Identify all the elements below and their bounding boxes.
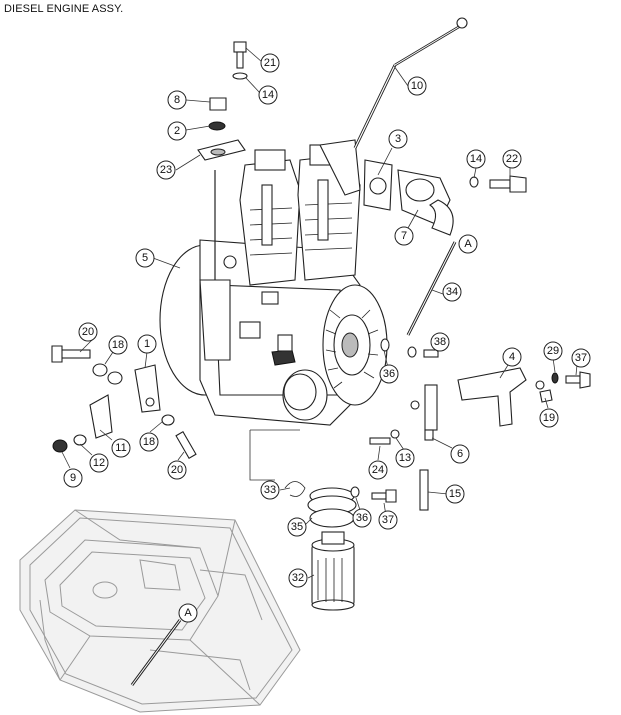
svg-text:3: 3	[395, 133, 401, 145]
callout-15: 15	[445, 484, 465, 504]
svg-text:6: 6	[457, 448, 463, 460]
svg-text:A: A	[464, 238, 472, 250]
callout-32: 32	[288, 568, 308, 588]
callout-38: 38	[430, 332, 450, 352]
left-linkage	[51, 345, 197, 460]
callout-A-lower: A	[178, 603, 198, 623]
svg-text:7: 7	[401, 230, 407, 242]
callout-3: 3	[388, 129, 408, 149]
governor-bracket	[369, 367, 591, 511]
callout-7: 7	[394, 226, 414, 246]
callout-6: 6	[450, 444, 470, 464]
callout-37: 37	[571, 348, 591, 368]
svg-text:20: 20	[171, 464, 183, 476]
svg-text:1: 1	[144, 338, 150, 350]
svg-text:38: 38	[434, 336, 446, 348]
callout-11: 11	[111, 438, 131, 458]
svg-text:29: 29	[547, 345, 559, 357]
svg-text:37: 37	[575, 352, 587, 364]
callout-14: 14	[258, 85, 278, 105]
callout-36b: 36	[352, 508, 372, 528]
svg-text:37: 37	[382, 514, 394, 526]
callout-36: 36	[379, 364, 399, 384]
callout-34: 34	[442, 282, 462, 302]
svg-text:5: 5	[142, 252, 148, 264]
callouts: 21 14 10 8 2 23 3 14 22 7 A 5 34 38 20 1…	[63, 53, 591, 623]
svg-text:14: 14	[470, 153, 482, 165]
callout-10: 10	[407, 76, 427, 96]
svg-text:32: 32	[292, 572, 304, 584]
svg-text:21: 21	[264, 57, 276, 69]
chassis-ghost	[19, 509, 301, 713]
svg-text:24: 24	[372, 464, 384, 476]
svg-text:14: 14	[262, 89, 274, 101]
svg-text:15: 15	[449, 488, 461, 500]
svg-text:36: 36	[356, 512, 368, 524]
svg-text:19: 19	[543, 412, 555, 424]
callout-23: 23	[156, 160, 176, 180]
callout-18: 18	[108, 335, 128, 355]
svg-text:23: 23	[160, 164, 172, 176]
svg-text:22: 22	[506, 153, 518, 165]
callout-1: 1	[137, 334, 157, 354]
throttle-rod	[353, 17, 468, 149]
fuel-filter-assembly	[284, 481, 397, 611]
callout-24: 24	[368, 460, 388, 480]
svg-text:A: A	[184, 607, 192, 619]
callout-A-upper: A	[458, 234, 478, 254]
callout-21: 21	[260, 53, 280, 73]
callout-4: 4	[502, 347, 522, 367]
svg-text:35: 35	[291, 521, 303, 533]
diagram-title: DIESEL ENGINE ASSY.	[4, 3, 124, 15]
callout-9: 9	[63, 468, 83, 488]
exhaust-parts	[363, 159, 454, 236]
callout-13: 13	[395, 448, 415, 468]
callout-33: 33	[260, 480, 280, 500]
callout-14b: 14	[466, 149, 486, 169]
svg-text:36: 36	[383, 368, 395, 380]
svg-text:2: 2	[174, 125, 180, 137]
callout-20: 20	[78, 322, 98, 342]
svg-text:8: 8	[174, 94, 180, 106]
callout-22: 22	[502, 149, 522, 169]
callout-2: 2	[167, 121, 187, 141]
svg-text:33: 33	[264, 484, 276, 496]
callout-29: 29	[543, 341, 563, 361]
callout-8: 8	[167, 90, 187, 110]
fuel-line-upper	[380, 241, 457, 358]
callout-12: 12	[89, 453, 109, 473]
svg-text:18: 18	[143, 436, 155, 448]
svg-text:11: 11	[115, 442, 126, 454]
leader-lines	[61, 47, 578, 579]
svg-text:12: 12	[93, 457, 105, 469]
svg-text:10: 10	[411, 80, 423, 92]
callout-35: 35	[287, 517, 307, 537]
engine-block	[159, 139, 388, 426]
svg-text:20: 20	[82, 326, 94, 338]
callout-20b: 20	[167, 460, 187, 480]
callout-19: 19	[539, 408, 559, 428]
callout-37b: 37	[378, 510, 398, 530]
top-fasteners	[197, 41, 248, 161]
callout-18b: 18	[139, 432, 159, 452]
svg-text:4: 4	[509, 351, 515, 363]
callout-5: 5	[135, 248, 155, 268]
svg-text:18: 18	[112, 339, 124, 351]
svg-text:9: 9	[70, 472, 76, 484]
right-bolts	[469, 175, 527, 193]
svg-text:34: 34	[446, 286, 458, 298]
svg-text:13: 13	[399, 452, 411, 464]
